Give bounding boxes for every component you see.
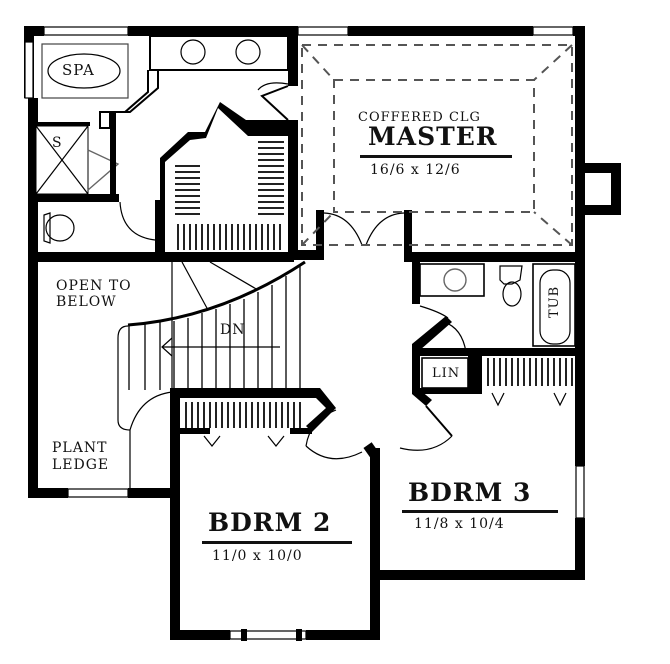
open-to-below-label-line2: BELOW (56, 294, 117, 310)
exterior-walls (24, 26, 621, 641)
interior-walls (34, 26, 579, 490)
coffered-ceiling-lines (301, 44, 573, 246)
master-dimensions: 16/6 x 12/6 (370, 162, 461, 178)
bdrm3-room-name: BDRM 3 (408, 478, 532, 507)
master-ceiling-note: COFFERED CLG (358, 110, 481, 125)
open-to-below-label-line1: OPEN TO (56, 278, 132, 294)
plant-ledge-label-line1: PLANT (52, 440, 108, 456)
bdrm2-label-underline (202, 541, 352, 544)
linen-closet-label: LIN (432, 366, 461, 381)
spa-label: SPA (62, 61, 95, 79)
bdrm2-dimensions: 11/0 x 10/0 (212, 548, 303, 564)
plant-ledge-label-line2: LEDGE (52, 457, 110, 473)
master-label-underline (360, 155, 512, 158)
bdrm2-room-name: BDRM 2 (208, 508, 332, 537)
bdrm3-label-underline (402, 510, 558, 513)
stairs-down-label: DN (220, 322, 246, 338)
master-room-name: MASTER (368, 122, 498, 151)
bdrm3-dimensions: 11/8 x 10/4 (414, 516, 505, 532)
tub-label: TUB (547, 285, 562, 318)
shower-label: S (52, 135, 63, 151)
